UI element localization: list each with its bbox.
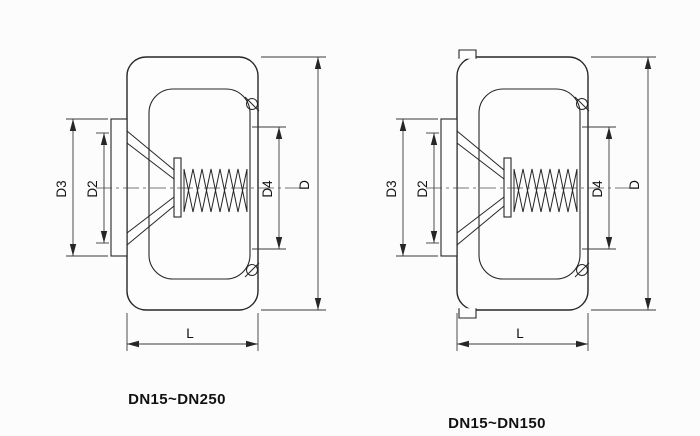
valve-drawing-left: [95, 56, 313, 311]
dim-label-d3: D3: [384, 180, 399, 197]
figure-caption-right: DN15~DN150: [448, 415, 546, 432]
dim-label-d: D: [297, 180, 312, 190]
dim-label-l: L: [186, 326, 194, 341]
dim-label-d2: D2: [415, 180, 430, 197]
dim-label-d2: D2: [85, 180, 100, 197]
figure-caption-left: DN15~DN250: [128, 391, 226, 408]
body-tab-top: [458, 49, 477, 59]
figure-right-drawing: D3 D2 D4 D L DN15~DN150: [384, 49, 656, 432]
figure-left: D3 D2 D4 D L DN15~DN250: [54, 56, 326, 408]
dim-label-d4: D4: [590, 180, 605, 198]
dim-label-d: D: [627, 180, 642, 190]
valve-drawing-right: [425, 56, 643, 311]
body-tab-bottom: [458, 308, 477, 319]
dim-label-l: L: [516, 326, 524, 341]
figure-right: D3 D2 D4 D L DN15~DN150: [384, 49, 656, 432]
dim-label-d4: D4: [260, 180, 275, 198]
dim-label-d3: D3: [54, 180, 69, 197]
